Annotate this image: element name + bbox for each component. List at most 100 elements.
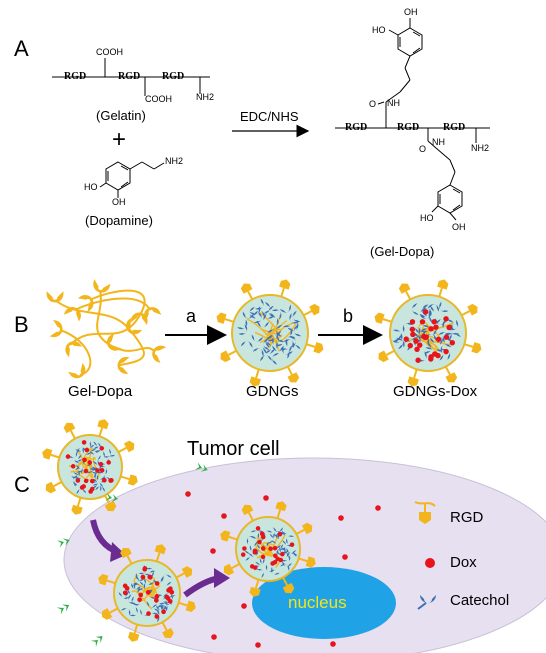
catechol-icon bbox=[133, 583, 144, 591]
dox-dot-icon bbox=[338, 515, 344, 521]
catechol-icon bbox=[144, 578, 154, 585]
catechol-icon bbox=[248, 550, 259, 557]
catechol-icon bbox=[253, 311, 262, 323]
dox-dot-icon bbox=[428, 326, 434, 332]
dox-dot-icon bbox=[146, 611, 151, 617]
stage-gdngs-dox-label: GDNGs-Dox bbox=[393, 383, 478, 400]
gel-dopa-product-label: (Gel-Dopa) bbox=[370, 244, 435, 259]
reagent-label: EDC/NHS bbox=[240, 109, 299, 124]
catechol-icon bbox=[277, 532, 287, 540]
dox-dot-icon bbox=[252, 550, 258, 555]
dox-dot-icon bbox=[413, 338, 419, 344]
catechol-icon bbox=[289, 336, 296, 348]
dox-dot-icon bbox=[259, 531, 265, 537]
catechol-icon bbox=[249, 307, 256, 319]
gel-dopa-network bbox=[46, 279, 167, 379]
catechol-icon bbox=[255, 558, 265, 565]
dox-dot-icon bbox=[330, 641, 336, 647]
receptor-icon bbox=[56, 604, 70, 615]
dox-dot-icon bbox=[154, 581, 160, 586]
catechol-icon bbox=[149, 589, 157, 599]
dox-dot-icon bbox=[106, 460, 111, 465]
catechol-icon bbox=[419, 309, 431, 318]
dox-dot-icon bbox=[185, 491, 191, 497]
nanogel-dox bbox=[220, 501, 316, 597]
catechol-icon bbox=[251, 536, 258, 547]
rgd-icon bbox=[42, 448, 60, 460]
catechol-icon bbox=[97, 472, 105, 481]
catechol-icon bbox=[422, 305, 434, 312]
catechol-icon bbox=[280, 348, 290, 359]
catechol-icon bbox=[133, 581, 144, 588]
catechol-icon bbox=[256, 569, 264, 578]
o-label: O bbox=[369, 99, 377, 109]
catechol-icon bbox=[271, 566, 280, 575]
dox-dot-icon bbox=[221, 513, 227, 519]
dox-dot-icon bbox=[210, 548, 216, 554]
catechol-icon bbox=[98, 455, 106, 465]
catechol-icon bbox=[143, 583, 153, 592]
catechol-icon bbox=[46, 291, 64, 303]
dox-dot-icon bbox=[108, 478, 113, 483]
dox-dot-icon bbox=[278, 557, 284, 563]
catechol-icon bbox=[286, 535, 294, 544]
rgd-icon bbox=[374, 312, 392, 324]
nh2-label: NH2 bbox=[165, 156, 184, 166]
dox-dot-icon bbox=[277, 531, 283, 537]
stage-gel-dopa-label: Gel-Dopa bbox=[68, 383, 133, 400]
plus-sign: + bbox=[112, 126, 127, 153]
receptor-icon bbox=[90, 636, 103, 647]
catechol-icon bbox=[413, 330, 426, 337]
rgd-icon bbox=[275, 501, 287, 519]
catechol-icon bbox=[276, 545, 282, 555]
dox-dot-icon bbox=[449, 340, 456, 346]
catechol-icon bbox=[75, 449, 82, 459]
catechol-icon bbox=[276, 548, 286, 555]
catechol-icon bbox=[156, 605, 167, 611]
catechol-icon bbox=[101, 477, 112, 484]
rgd-label: RGD bbox=[345, 122, 368, 133]
catechol-icon bbox=[264, 341, 272, 354]
catechol-icon bbox=[288, 553, 298, 561]
catechol-icon bbox=[152, 345, 167, 363]
oh-label: OH bbox=[404, 7, 418, 17]
catechol-icon bbox=[251, 334, 264, 342]
dox-dot-icon bbox=[138, 592, 144, 598]
catechol-icon bbox=[75, 470, 83, 481]
dox-dot-icon bbox=[435, 336, 442, 342]
catechol-icon bbox=[131, 596, 140, 606]
dox-dot-icon bbox=[421, 333, 427, 340]
oh-label: OH bbox=[452, 222, 466, 232]
catechol-icon bbox=[99, 477, 106, 487]
catechol-icon bbox=[442, 319, 454, 328]
receptor-icon bbox=[105, 493, 118, 502]
catechol-icon bbox=[275, 532, 286, 539]
dox-dot-icon bbox=[83, 468, 89, 474]
catechol-icon bbox=[118, 591, 129, 597]
dox-dot-icon bbox=[81, 484, 86, 489]
catechol-icon bbox=[442, 332, 452, 343]
rgd-icon bbox=[286, 366, 300, 383]
catechol-icon bbox=[257, 321, 269, 328]
dox-dot-icon bbox=[242, 546, 247, 551]
catechol-icon bbox=[283, 325, 293, 336]
nanogel bbox=[216, 279, 324, 387]
catechol-icon bbox=[68, 451, 78, 459]
catechol-icon bbox=[423, 342, 432, 354]
rgd-label: RGD bbox=[64, 71, 87, 82]
dox-dot-icon bbox=[414, 346, 420, 353]
catechol-icon bbox=[292, 310, 301, 323]
dox-dot-icon bbox=[75, 478, 81, 483]
rgd-icon bbox=[240, 283, 254, 300]
catechol-icon bbox=[265, 336, 273, 348]
catechol-icon bbox=[282, 560, 292, 567]
catechol-icon bbox=[92, 483, 102, 492]
dox-dot-icon bbox=[273, 553, 278, 559]
catechol-icon bbox=[285, 336, 296, 346]
dox-dot-icon bbox=[81, 440, 87, 445]
receptor-icon bbox=[56, 538, 70, 548]
dox-dot-icon bbox=[409, 326, 416, 333]
catechol-icon bbox=[123, 589, 131, 599]
nh2-label: NH2 bbox=[471, 143, 490, 153]
catechol-icon bbox=[272, 353, 279, 365]
